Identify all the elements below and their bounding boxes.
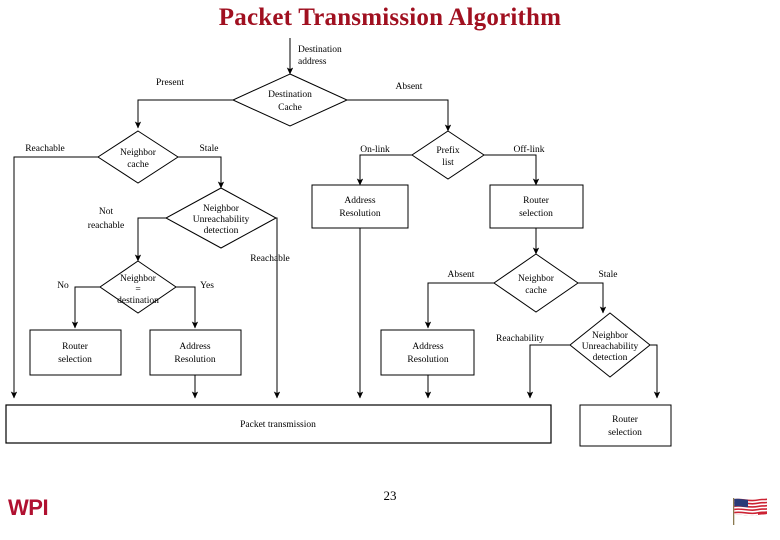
node-router-selection-2-line1: Router	[523, 196, 550, 206]
node-nud-right-line2: Unreachability	[582, 342, 639, 352]
node-neighbor-cache-right-line1: Neighbor	[518, 274, 555, 284]
node-router-selection-3-line2: selection	[608, 428, 642, 438]
node-address-resolution-1-line2: Resolution	[174, 355, 215, 365]
edge-label-reachability: Reachability	[496, 334, 544, 344]
wpi-logo: WPI	[8, 495, 49, 520]
edge-label-present: Present	[156, 78, 184, 88]
node-address-resolution-3-line1: Address	[412, 342, 443, 352]
node-router-selection-3-line1: Router	[612, 415, 639, 425]
node-router-selection-1-line2: selection	[58, 355, 92, 365]
node-neighbor-cache-left[interactable]: Neighbor cache	[97, 130, 179, 184]
node-address-resolution-1-line1: Address	[179, 342, 210, 352]
node-router-selection-2[interactable]: Router selection	[489, 184, 584, 229]
node-nud-left-line3: detection	[204, 226, 239, 236]
node-neighbor-eq-dest-line1: Neighbor	[120, 274, 157, 284]
node-router-selection-1[interactable]: Router selection	[29, 329, 122, 376]
edge-reachable-mid	[273, 217, 281, 399]
node-neighbor-equals-destination[interactable]: Neighbor = destination	[99, 260, 177, 314]
edge-label-yes: Yes	[200, 281, 214, 291]
edge-label-on-link: On-link	[360, 145, 390, 155]
node-neighbor-eq-dest-line2: =	[135, 285, 140, 295]
node-neighbor-cache-left-line2: cache	[127, 160, 149, 170]
edge-label-stale-right: Stale	[599, 270, 618, 280]
edge-label-destination-address-line1: Destination	[298, 45, 342, 55]
node-neighbor-cache-left-line1: Neighbor	[120, 148, 157, 158]
edge-label-no: No	[57, 281, 69, 291]
node-address-resolution-2-line1: Address	[344, 196, 375, 206]
us-flag-icon	[733, 498, 767, 525]
edge-label-absent-right: Absent	[448, 270, 475, 280]
edge-stale-right	[578, 282, 607, 314]
edge-label-not-reachable-line1: Not	[99, 207, 114, 217]
edge-label-reachable-left: Reachable	[25, 144, 65, 154]
edge-no	[71, 286, 100, 329]
edge-off-link	[484, 154, 540, 186]
node-prefix-list[interactable]: Prefix list	[411, 130, 485, 180]
node-router-selection-1-line1: Router	[62, 342, 89, 352]
node-nud-left-line1: Neighbor	[203, 204, 240, 214]
edge-label-stale-left: Stale	[200, 144, 219, 154]
node-packet-transmission-label: Packet transmission	[240, 420, 316, 430]
node-neighbor-eq-dest-line3: destination	[117, 296, 159, 306]
edge-stale-left	[178, 156, 225, 189]
edge-on-link	[356, 154, 412, 186]
edge-absent-top	[347, 99, 452, 132]
edge-label-off-link: Off-link	[514, 144, 545, 155]
edge-label-destination-address-line2: address	[298, 57, 327, 67]
edge-reachable-left	[10, 156, 98, 399]
node-address-resolution-2[interactable]: Address Resolution	[311, 184, 409, 229]
edge-label-reachable-mid: Reachable	[250, 254, 290, 264]
page-number: 23	[383, 488, 397, 503]
edge-not-reachable	[134, 217, 166, 262]
node-neighbor-cache-right[interactable]: Neighbor cache	[493, 253, 579, 313]
node-nud-right-line1: Neighbor	[592, 331, 629, 341]
edge-nud-right-to-rs3	[650, 344, 661, 399]
node-destination-cache[interactable]: Destination Cache	[231, 73, 349, 127]
node-nud-left-line2: Unreachability	[193, 215, 250, 225]
node-address-resolution-3-line2: Resolution	[407, 355, 448, 365]
node-prefix-list-line1: Prefix	[436, 145, 459, 156]
edge-present	[134, 99, 233, 129]
edge-absent-right	[424, 282, 494, 329]
node-neighbor-unreachability-detection-left[interactable]: Neighbor Unreachability detection	[164, 187, 278, 249]
node-neighbor-cache-right-line2: cache	[525, 286, 547, 296]
edge-label-not-reachable-line2: reachable	[88, 221, 124, 231]
node-address-resolution-2-line2: Resolution	[339, 209, 380, 219]
page-title: Packet Transmission Algorithm	[218, 4, 562, 31]
node-router-selection-2-line2: selection	[519, 209, 553, 219]
node-nud-right-line3: detection	[593, 353, 628, 363]
node-destination-cache-line1: Destination	[268, 90, 312, 100]
edge-yes	[176, 286, 199, 329]
node-address-resolution-1[interactable]: Address Resolution	[149, 329, 242, 376]
node-packet-transmission[interactable]: Packet transmission	[5, 404, 552, 444]
node-address-resolution-3[interactable]: Address Resolution	[380, 329, 475, 376]
node-router-selection-3[interactable]: Router selection	[579, 404, 672, 447]
edge-label-absent-top: Absent	[396, 82, 423, 92]
node-destination-cache-line2: Cache	[278, 103, 302, 113]
node-neighbor-unreachability-detection-right[interactable]: Neighbor Unreachability detection	[569, 312, 651, 378]
node-prefix-list-line2: list	[442, 158, 454, 168]
edge-reachability	[526, 344, 570, 399]
